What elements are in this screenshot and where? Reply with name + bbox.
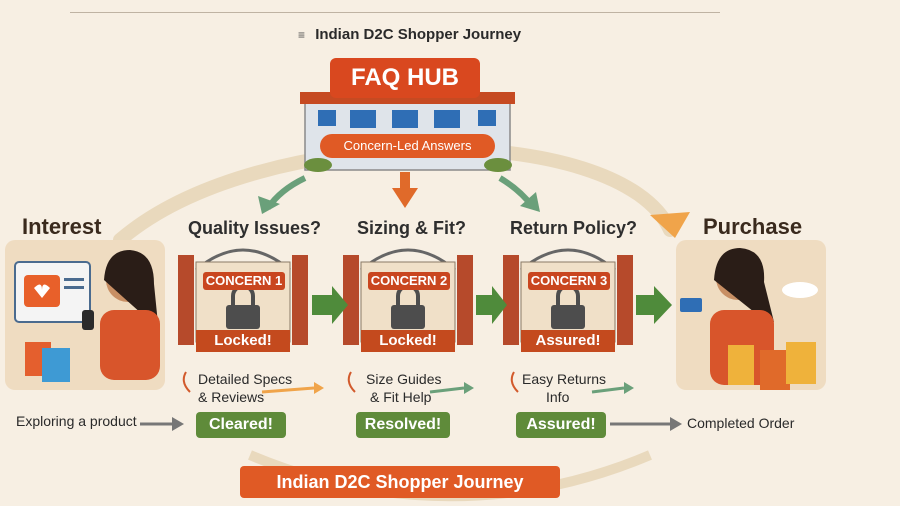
stage-purchase: Purchase: [703, 214, 803, 239]
flow-arrow-icon: [636, 286, 672, 324]
concern-answer-1-line-2: & Reviews: [198, 389, 265, 405]
hub-arrow-center-head-icon: [392, 188, 418, 208]
hub-banner: Concern-Led Answers: [343, 138, 472, 153]
flow-arrow-icon: [476, 286, 507, 324]
menu-lines-icon: ≡: [298, 28, 306, 42]
left-caption: Exploring a product: [16, 413, 137, 429]
footer-banner: Indian D2C Shopper Journey: [240, 466, 560, 498]
answer-arrow: [261, 386, 315, 394]
flow-arrow-icon: [312, 286, 348, 324]
hub-arrow-center: [400, 172, 410, 190]
exit-arrow-head-icon: [172, 417, 184, 431]
concern-question-2: Sizing & Fit?: [357, 218, 466, 238]
answer-arrow: [429, 386, 465, 394]
shopper-purchase-illustration: [676, 240, 826, 390]
hook-arrow: [347, 371, 356, 393]
faq-building-icon: [300, 58, 515, 172]
gate-state-2: Locked!: [379, 332, 437, 349]
top-title: ≡ Indian D2C Shopper Journey: [298, 24, 528, 46]
concern-question-1: Quality Issues?: [188, 218, 322, 238]
concern-label-1: CONCERN 1: [203, 272, 285, 290]
concern-question-3: Return Policy?: [510, 218, 638, 238]
faq-hub-title: FAQ HUB: [351, 64, 459, 91]
answer-arrow: [591, 386, 625, 394]
concern-result-2: Resolved!: [356, 412, 450, 438]
hub-arrow-right-head-icon: [520, 192, 540, 212]
concern-answer-3-line-1: Easy Returns: [522, 371, 607, 387]
hook-arrow: [510, 371, 519, 393]
stage-interest: Interest: [22, 214, 102, 239]
concern-label-2: CONCERN 2: [368, 272, 450, 290]
answer-arrow-head-icon: [624, 382, 634, 394]
concern-answer-2-line-1: Size Guides: [366, 371, 442, 387]
hub-arrow-left-head-icon: [258, 196, 280, 214]
gate-state-3: Assured!: [535, 332, 601, 349]
right-caption: Completed Order: [687, 415, 795, 431]
top-divider: [70, 12, 720, 13]
shopper-interest-illustration: [5, 240, 165, 390]
concern-answer-2: Size Guides & Fit Help: [366, 370, 476, 406]
top-title-text: Indian D2C Shopper Journey: [315, 26, 522, 43]
concern-answer-1-line-1: Detailed Specs: [198, 371, 293, 387]
gate-state-1: Locked!: [214, 332, 272, 349]
concern-result-3: Assured!: [516, 412, 606, 438]
concern-answer-3: Easy Returns Info: [522, 370, 632, 406]
arc-arrowhead-icon: [650, 212, 690, 238]
concern-label-3: CONCERN 3: [528, 272, 610, 290]
concern-answer-1: Detailed Specs & Reviews: [198, 370, 308, 406]
concern-answer-3-line-2: Info: [546, 389, 570, 405]
concern-result-1: Cleared!: [196, 412, 286, 438]
concern-answer-2-line-2: & Fit Help: [370, 389, 432, 405]
answer-arrow-head-icon: [314, 382, 324, 394]
hook-arrow: [182, 371, 191, 393]
exit-arrow-head-icon: [670, 417, 682, 431]
answer-arrow-head-icon: [464, 382, 474, 394]
